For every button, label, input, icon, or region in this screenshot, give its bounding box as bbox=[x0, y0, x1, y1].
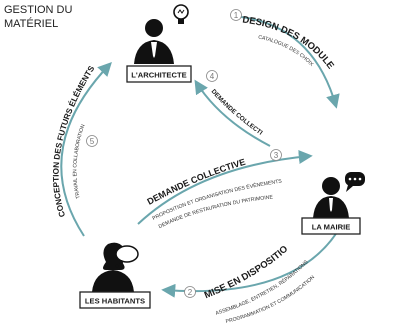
step-1-number: 1 bbox=[234, 11, 239, 20]
step-3-number: 3 bbox=[274, 151, 279, 160]
habitants-icon bbox=[92, 242, 139, 292]
flow-arrows bbox=[60, 15, 343, 298]
architect-icon bbox=[134, 4, 189, 64]
arrow-conception bbox=[60, 61, 112, 237]
arrow-demande-architect bbox=[194, 79, 271, 147]
mairie-label: LA MAIRIE bbox=[312, 223, 351, 232]
arrow-design bbox=[231, 15, 340, 109]
architect-box bbox=[126, 65, 192, 83]
step-numbers: 1 4 3 5 2 bbox=[86, 9, 282, 298]
habitants-label: LES HABITANTS bbox=[85, 297, 145, 306]
mairie-box bbox=[301, 217, 361, 235]
step-5-label: CONCEPTION DES FUTURS ÉLÉMENTS FIXES bbox=[0, 0, 98, 218]
habitants-box bbox=[79, 291, 151, 309]
step-2-number: 2 bbox=[188, 288, 193, 297]
architect-label: L'ARCHITECTE bbox=[131, 71, 186, 80]
title-line-2: MATÉRIEL bbox=[4, 17, 58, 30]
step-4-number: 4 bbox=[210, 72, 215, 81]
mairie-icon bbox=[313, 172, 365, 218]
step-5-sublabel: TRAVAIL EN COLLABORATION bbox=[72, 123, 86, 199]
title-line-1: GESTION DU bbox=[4, 4, 73, 16]
step-5-number: 5 bbox=[90, 137, 95, 146]
arrow-demande-mairie bbox=[137, 150, 313, 225]
